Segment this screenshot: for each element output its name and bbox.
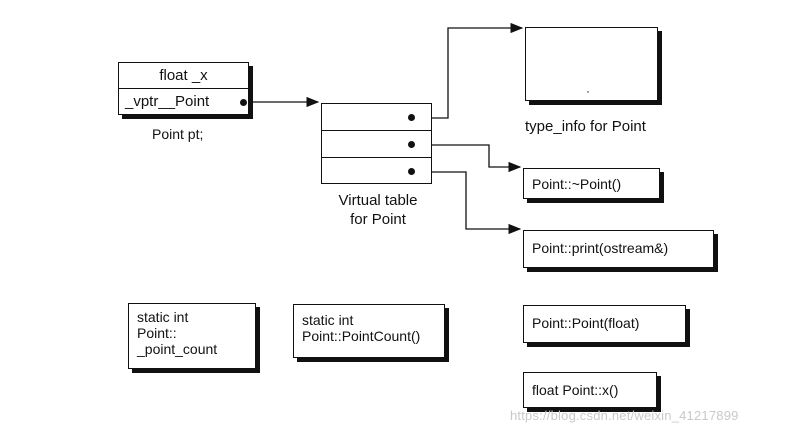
vtable-caption: Virtual table for Point xyxy=(318,192,438,230)
destructor-box: Point::~Point() xyxy=(523,168,660,199)
point-count-line2: Point:: xyxy=(137,325,177,342)
x-accessor-label: float Point::x() xyxy=(532,382,619,398)
print-box: Point::print(ostream&) xyxy=(523,230,714,268)
constructor-box: Point::Point(float) xyxy=(523,305,686,343)
vtable-slot-destructor xyxy=(322,131,431,158)
vtable-dot-1 xyxy=(408,141,415,148)
constructor-label: Point::Point(float) xyxy=(532,315,640,331)
member-x-label: float _x xyxy=(159,67,208,84)
typeinfo-label: type_info for Point xyxy=(525,118,646,135)
point-count-line3: _point_count xyxy=(137,341,218,358)
vtable-dot-2 xyxy=(408,168,415,175)
vtable-caption-line1: Virtual table xyxy=(338,192,418,209)
point-count-line1: static int xyxy=(137,309,189,325)
vtable-dot-0 xyxy=(408,114,415,121)
destructor-label: Point::~Point() xyxy=(532,176,622,192)
vtable-slot-typeinfo xyxy=(322,104,431,131)
point-object-box: float _x _vptr__Point xyxy=(118,62,249,115)
vptr-label: _vptr__Point xyxy=(125,93,210,110)
x-accessor-box: float Point::x() xyxy=(523,372,657,408)
watermark: https://blog.csdn.net/weixin_41217899 xyxy=(510,408,739,423)
member-x-slot: float _x xyxy=(119,63,248,89)
pointcount-fn-line2: Point::PointCount() xyxy=(302,328,421,345)
vptr-dot xyxy=(240,99,247,106)
vtable-caption-line2: for Point xyxy=(350,210,406,228)
pointcount-fn-line1: static int xyxy=(302,312,354,328)
vtable-box xyxy=(321,103,432,184)
print-label: Point::print(ostream&) xyxy=(532,240,669,256)
point-count-box: static int Point:: _point_count xyxy=(128,303,256,369)
object-caption: Point pt; xyxy=(152,126,204,142)
typeinfo-box: · xyxy=(525,27,658,101)
pointcount-fn-box: static int Point::PointCount() xyxy=(293,304,445,358)
vptr-slot: _vptr__Point xyxy=(119,89,248,114)
typeinfo-mark: · xyxy=(586,84,590,98)
